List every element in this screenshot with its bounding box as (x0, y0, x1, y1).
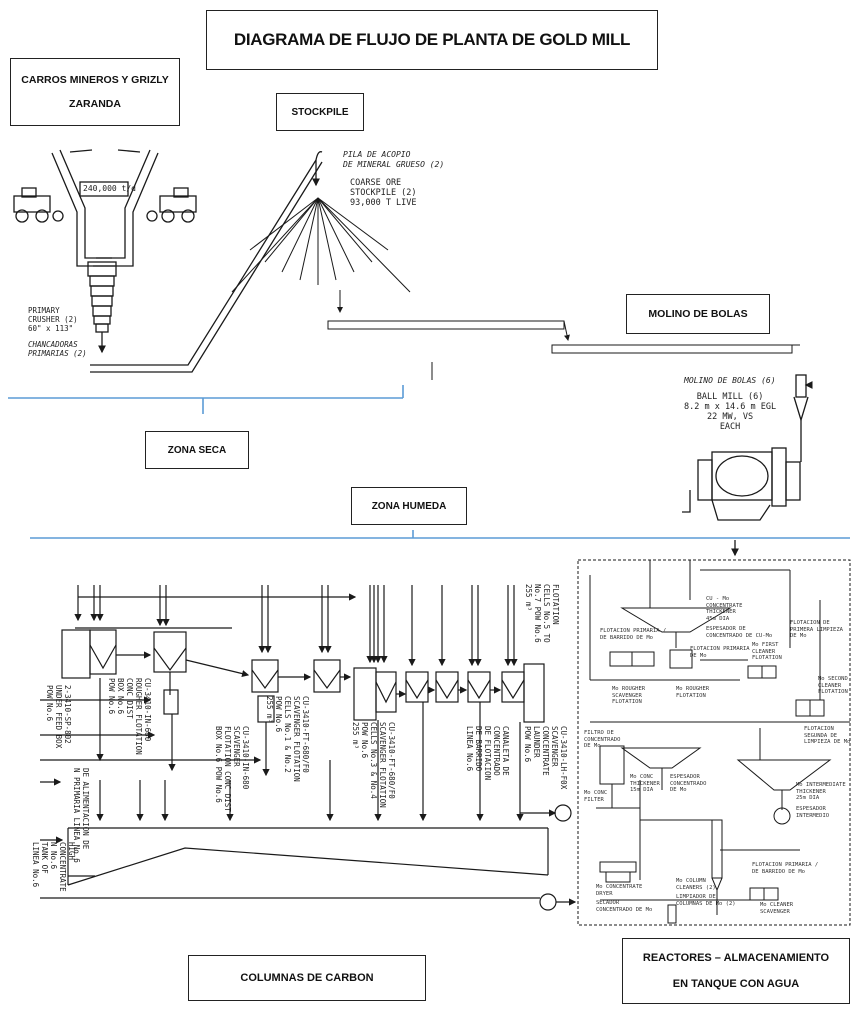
zone-humeda-line (30, 530, 850, 538)
carros-mineros-heading: CARROS MINEROS Y GRIZLY ZARANDA (10, 58, 180, 126)
flotation-label-high-conc-tank: HIGH CONCENTRATE N No.6 TANK OF LINEA No… (31, 842, 76, 892)
primary-crusher-label: PRIMARY CRUSHER (2) 60" x 113" (28, 306, 78, 333)
coarse-ore-label: COARSE ORE STOCKPILE (2) 93,000 T LIVE (350, 178, 417, 208)
reactor-label-second-cleaner: Mo SECOND CLEANER FLOTATION (818, 676, 848, 696)
reactor-label-secador: SECADOR CONCENTRADO DE Mo (596, 900, 652, 913)
molino-bolas-label: MOLINO DE BOLAS (6) (684, 376, 776, 386)
reactor-label-first-cleaner: Mo FIRST CLEANER FLOTATION (752, 642, 782, 662)
zone-seca-line (8, 385, 403, 414)
reactor-label-espesador-conc: ESPESADOR CONCENTRADO DE Mo (670, 774, 706, 794)
flotation-label-rougher-conc: CU-3410-IN-680 ROUGHER FLOTATION CONC DI… (107, 678, 152, 755)
reactor-label-flot-barrido-2: FLOTACION PRIMARIA / DE BARRIDO DE Mo (752, 862, 818, 875)
reactor-label-conc-filter: Mo CONC FILTER (584, 790, 607, 803)
zona-humeda-heading: ZONA HUMEDA (351, 487, 467, 525)
reactor-label-conc-dryer: Mo CONCENTRATE DRYER (596, 884, 642, 897)
reactor-label-intermediate-thickener: Mo INTERMEDIATE THICKENER 25m DIA (796, 782, 846, 802)
chancadoras-label: CHANCADORAS PRIMARIAS (2) (28, 340, 87, 358)
reactor-label-flot-primaria: FLOTACION PRIMARIA DE Mo (690, 646, 750, 659)
reactor-label-espesador-cumo: ESPESADOR DE CONCENTRADO DE CU-Mo (706, 626, 772, 639)
flotation-label-scavenger-cells-3-4: CU-3410-FT-680/F0 SCAVENGER FLOTATION CE… (351, 722, 396, 808)
reactor-label-flot-primaria-barrido: FLOTACION PRIMARIA / DE BARRIDO DE Mo (600, 628, 666, 641)
flotation-label-cells-5-7: FLOTATION CELLS No.5 TO No.7 POW No.6 25… (524, 584, 560, 643)
reactores-heading: REACTORES – ALMACENAMIENTO EN TANQUE CON… (622, 938, 850, 1004)
stockpile-cone (232, 198, 800, 380)
reactor-label-cumo-thickener: CU - Mo CONCENTRATE THICKENER 45m DIA (706, 596, 742, 622)
reactor-label-conc-thickener: Mo CONC THICKENER 15m DIA (630, 774, 660, 794)
reactor-label-primera-limpieza: FLOTACION DE PRIMERA LIMPIEZA DE Mo (790, 620, 843, 640)
reactor-label-cleaner-scavenger: Mo CLEANER SCAVENGER (760, 902, 793, 915)
reactor-label-limpiador-columnas: LIMPIADOR DE COLUMNAS DE Mo (2) (676, 894, 736, 907)
columnas-de-carbon-heading: COLUMNAS DE CARBON (188, 955, 426, 1001)
ball-mill-spec-label: BALL MILL (6) 8.2 m x 14.6 m EGL 22 MW, … (684, 392, 776, 432)
stockpile-heading: STOCKPILE (276, 93, 364, 131)
molino-de-bolas-heading: MOLINO DE BOLAS (626, 294, 770, 334)
reactor-label-filtro-conc: FILTRO DE CONCENTRADO DE Mo (584, 730, 620, 750)
pila-de-acopio-label: PILA DE ACOPIO DE MINERAL GRUESO (2) (343, 150, 444, 170)
reactor-label-rougher: Mo ROUGHER FLOTATION (676, 686, 709, 699)
reactor-label-espesador-intermedio: ESPESADOR INTERMEDIO (796, 806, 829, 819)
flotation-label-scavenger-conc: CU-3410-IN-680 SCAVENGER FLOTATION CONC … (214, 726, 250, 812)
flotation-label-launder: CU-3410-LH-F0X SCAVENGER CONCENTRATE LAU… (523, 726, 568, 789)
flotation-label-canaleta: CANALETA DE CONCENTRADO DE FLOTACION DE … (465, 726, 510, 780)
hopper-capacity-label: 240,000 t/d (83, 184, 136, 194)
diagram-title: DIAGRAMA DE FLUJO DE PLANTA DE GOLD MILL (206, 10, 658, 70)
flotation-label-underfeed: 2-3410-SP-802 UNDER FEED BOX POW No.6 (45, 685, 72, 748)
reactor-label-column-cleaners: Mo COLUMN CLEANERS (2) (676, 878, 716, 891)
flotation-label-scavenger-cells-1-2: CU-3410-FT-680/F0 SCAVENGER FLOTATION CE… (265, 696, 310, 782)
reactor-label-rougher-scavenger: Mo ROUGHER SCAVENGER FLOTATION (612, 686, 645, 706)
primary-crusher-drawing (14, 150, 322, 372)
zona-seca-heading: ZONA SECA (145, 431, 249, 469)
reactor-label-segunda-limpieza: FLOTACION SEGUNDA DE LIMPIEZA DE Mo (804, 726, 850, 746)
